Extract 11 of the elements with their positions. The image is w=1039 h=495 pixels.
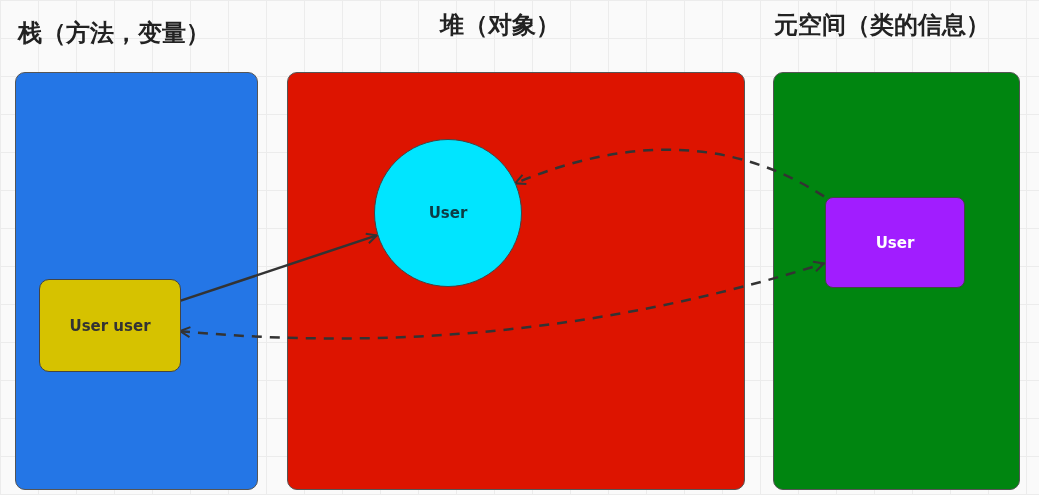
panel-heading: 栈（方法，变量） <box>18 18 210 49</box>
arrow <box>514 148 825 198</box>
arrow <box>179 260 825 340</box>
node-label: User <box>428 204 468 222</box>
class-box <box>825 197 965 288</box>
panel-heading: 堆（对象） <box>440 10 560 41</box>
node-label: User user <box>69 316 151 335</box>
node-label: User <box>875 233 915 252</box>
variable-box <box>39 279 181 372</box>
panel-heading: 元空间（类的信息） <box>774 10 990 41</box>
arrow <box>179 232 378 303</box>
